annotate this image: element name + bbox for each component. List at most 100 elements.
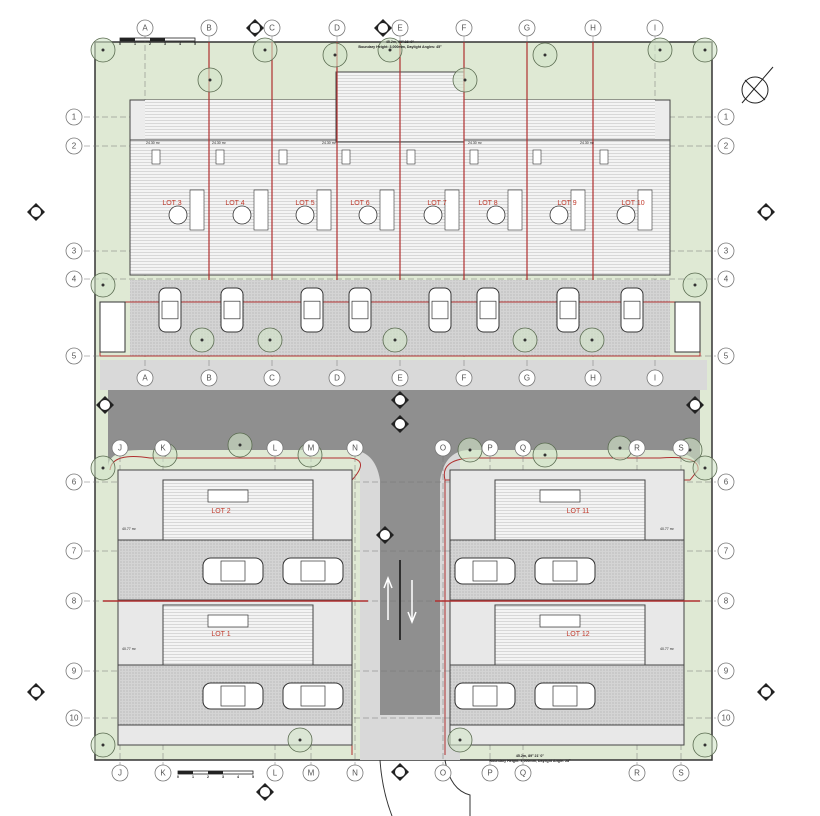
grid-label: H bbox=[590, 374, 596, 383]
scale-tick: 1 bbox=[134, 42, 136, 46]
stair bbox=[253, 189, 269, 231]
grid-label: 3 bbox=[724, 247, 729, 256]
tree-trunk bbox=[101, 283, 105, 287]
grid-label: R bbox=[634, 769, 640, 778]
grid-label: C bbox=[269, 24, 275, 33]
section-marker-icon bbox=[391, 391, 409, 409]
tree-icon bbox=[692, 455, 718, 481]
scale-tick: 3 bbox=[164, 42, 166, 46]
grid-label: I bbox=[654, 24, 656, 33]
marker-circle bbox=[689, 399, 701, 411]
tree-trunk bbox=[468, 448, 472, 452]
car-roof bbox=[552, 560, 578, 582]
area-label: 24.30 m² bbox=[322, 141, 337, 145]
grid-label: 5 bbox=[72, 352, 77, 361]
grid-label: F bbox=[462, 374, 467, 383]
dining-table bbox=[358, 205, 378, 225]
grid-label: 1 bbox=[72, 113, 77, 122]
garage-car bbox=[454, 682, 516, 710]
grid-column-bottom: K bbox=[154, 764, 172, 782]
grid-label: K bbox=[160, 769, 166, 778]
garage-car bbox=[282, 557, 344, 585]
grid-row-left: 5 bbox=[65, 347, 83, 365]
grid-bubble bbox=[302, 764, 320, 782]
area-label: 40.77 m² bbox=[660, 527, 675, 531]
grid-column-bottom: N bbox=[346, 764, 364, 782]
marker-circle bbox=[760, 206, 772, 218]
grid-label: O bbox=[440, 444, 446, 453]
grid-column-mid: A bbox=[136, 369, 154, 387]
grid-bubble bbox=[672, 764, 690, 782]
parked-car bbox=[158, 287, 182, 333]
grid-bubble bbox=[65, 108, 83, 126]
grid-label: B bbox=[206, 374, 211, 383]
grid-bubble bbox=[136, 369, 154, 387]
grid-bubble bbox=[434, 439, 452, 457]
area-label: 24.30 m² bbox=[146, 141, 161, 145]
bath bbox=[341, 149, 351, 165]
grid-bubble bbox=[584, 19, 602, 37]
lot-label: LOT 8 bbox=[478, 200, 497, 207]
grid-label: P bbox=[487, 769, 492, 778]
dining-table bbox=[295, 205, 315, 225]
tree-trunk bbox=[101, 743, 105, 747]
scale-tick: 0 bbox=[119, 42, 121, 46]
grid-label: 1 bbox=[724, 113, 729, 122]
grid-label: R bbox=[634, 444, 640, 453]
tree-trunk bbox=[208, 78, 212, 82]
grid-column-lower: N bbox=[346, 439, 364, 457]
grid-bubble bbox=[481, 439, 499, 457]
tree-trunk bbox=[703, 48, 707, 52]
section-marker-icon bbox=[686, 396, 704, 414]
grid-label: O bbox=[440, 769, 446, 778]
grid-column-mid: F bbox=[455, 369, 473, 387]
lot-label: LOT 3 bbox=[162, 200, 181, 207]
grid-label: J bbox=[118, 769, 122, 778]
grid-bubble bbox=[646, 369, 664, 387]
grid-label: 10 bbox=[70, 714, 79, 723]
lot-label: LOT 1 bbox=[211, 631, 230, 638]
car-roof bbox=[223, 300, 241, 320]
grid-column-top: I bbox=[646, 19, 664, 37]
marker-circle bbox=[394, 394, 406, 406]
grid-row-right: 2 bbox=[717, 137, 735, 155]
grid-label: 6 bbox=[724, 478, 729, 487]
grid-column-mid: B bbox=[200, 369, 218, 387]
stair bbox=[316, 189, 332, 231]
grid-column-lower: S bbox=[672, 439, 690, 457]
grid-label: Q bbox=[520, 444, 526, 453]
grid-label: D bbox=[334, 24, 340, 33]
grid-label: M bbox=[308, 769, 315, 778]
grid-bubble bbox=[346, 764, 364, 782]
lot-label: LOT 7 bbox=[427, 200, 446, 207]
grid-bubble bbox=[518, 19, 536, 37]
grid-bubble bbox=[266, 764, 284, 782]
bike-store-left bbox=[99, 301, 126, 353]
tree-icon bbox=[90, 732, 116, 758]
scale-tick: 2 bbox=[207, 775, 209, 779]
tree-trunk bbox=[101, 48, 105, 52]
marker-circle bbox=[394, 418, 406, 430]
tree-trunk bbox=[298, 738, 302, 742]
dining-table bbox=[539, 489, 581, 503]
grid-bubble bbox=[65, 347, 83, 365]
section-marker-icon bbox=[374, 19, 392, 37]
grid-bubble bbox=[455, 369, 473, 387]
grid-bubble bbox=[136, 19, 154, 37]
garage-car bbox=[202, 682, 264, 710]
boundary-note-bottom-length: 45.2m, 89° 21' 0" bbox=[516, 754, 544, 758]
car-roof bbox=[559, 300, 577, 320]
grid-label: 2 bbox=[724, 142, 729, 151]
grid-bubble bbox=[65, 709, 83, 727]
grid-row-right: 8 bbox=[717, 592, 735, 610]
grid-bubble bbox=[518, 369, 536, 387]
bike-store-right bbox=[674, 301, 701, 353]
grid-label: P bbox=[487, 444, 492, 453]
grid-label: 9 bbox=[72, 667, 77, 676]
section-marker-icon bbox=[757, 683, 775, 701]
grid-column-mid: H bbox=[584, 369, 602, 387]
grid-bubble bbox=[200, 369, 218, 387]
grid-label: 2 bbox=[72, 142, 77, 151]
